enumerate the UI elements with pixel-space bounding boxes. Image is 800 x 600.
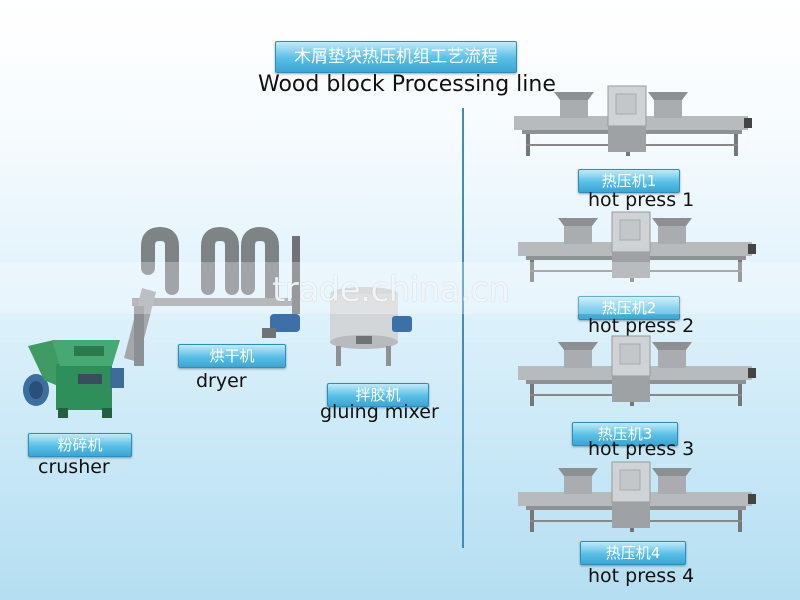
hot-press-1-tag: 热压机1 bbox=[578, 169, 680, 193]
watermark-text: trade.china.cn bbox=[272, 270, 510, 310]
crusher-label: crusher bbox=[38, 456, 110, 478]
divider-line bbox=[462, 108, 464, 548]
crusher-machine-icon bbox=[23, 340, 124, 418]
hot-press-2-label: hot press 2 bbox=[588, 315, 695, 337]
crusher-tag: 粉碎机 bbox=[28, 433, 132, 457]
hot-press-3-label: hot press 3 bbox=[588, 438, 695, 460]
hot-press-3-tag: 热压机3 bbox=[572, 422, 678, 446]
hot-press-2-icon bbox=[518, 211, 756, 282]
dryer-label: dryer bbox=[196, 370, 247, 392]
hot-press-4-label: hot press 4 bbox=[588, 565, 695, 587]
watermark-band bbox=[0, 262, 800, 314]
title-tag: 木屑垫块热压机组工艺流程 bbox=[275, 41, 517, 73]
hot-press-2-tag: 热压机2 bbox=[578, 296, 680, 320]
hot-press-4-tag: 热压机4 bbox=[580, 541, 686, 565]
page-title: Wood block Processing line bbox=[258, 72, 556, 97]
hot-press-4-icon bbox=[518, 461, 756, 532]
gluing-mixer-label: gluing mixer bbox=[320, 401, 439, 423]
dryer-machine-icon bbox=[124, 226, 300, 366]
gluing-mixer-icon bbox=[330, 287, 412, 366]
dryer-tag: 烘干机 bbox=[178, 344, 286, 368]
hot-press-1-label: hot press 1 bbox=[588, 189, 695, 211]
gluing-mixer-tag: 拌胶机 bbox=[327, 383, 429, 407]
hot-press-3-icon bbox=[518, 335, 756, 406]
hot-press-1-icon bbox=[514, 85, 752, 156]
